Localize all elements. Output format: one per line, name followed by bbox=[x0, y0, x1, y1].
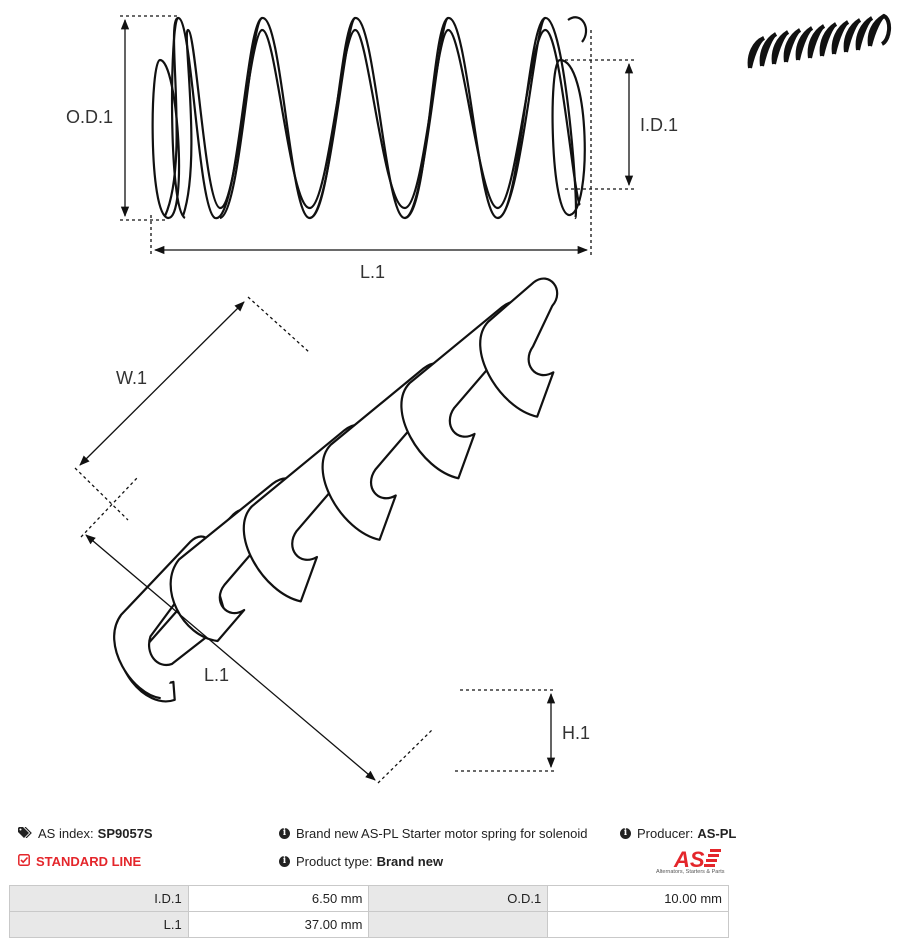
spec-value bbox=[547, 911, 729, 938]
as-pl-logo: AS bbox=[673, 847, 721, 872]
info-circle-icon: i bbox=[279, 856, 290, 867]
description-text: Brand new AS-PL Starter motor spring for… bbox=[296, 826, 588, 841]
producer-label: Producer: bbox=[637, 826, 694, 841]
product-type-label: Product type: bbox=[296, 854, 373, 869]
od-dimension bbox=[120, 15, 178, 221]
id-dimension bbox=[565, 59, 634, 190]
length-top-dimension bbox=[150, 30, 592, 256]
standard-line-badge: STANDARD LINE bbox=[18, 854, 141, 869]
od-label: O.D.1 bbox=[66, 107, 113, 127]
description: i Brand new AS-PL Starter motor spring f… bbox=[279, 826, 587, 841]
length-top-label: L.1 bbox=[360, 262, 385, 282]
height-dimension bbox=[455, 689, 556, 772]
check-square-icon bbox=[18, 854, 30, 869]
logo-tagline: Alternators, Starters & Parts bbox=[656, 869, 725, 875]
spring-isometric-view bbox=[113, 277, 559, 703]
length-iso-label: L.1 bbox=[204, 665, 229, 685]
as-index: AS index: SP9057S bbox=[18, 826, 153, 841]
spec-key: O.D.1 bbox=[368, 885, 549, 912]
specs-table: I.D.1 6.50 mm O.D.1 10.00 mm L.1 37.00 m… bbox=[9, 885, 729, 938]
as-index-label: AS index: bbox=[38, 826, 94, 841]
spec-key: L.1 bbox=[9, 911, 189, 938]
spec-key bbox=[368, 911, 549, 938]
producer-value: AS-PL bbox=[697, 826, 737, 841]
length-iso-dimension bbox=[80, 477, 433, 784]
width-dimension bbox=[74, 296, 310, 521]
as-index-value: SP9057S bbox=[97, 826, 153, 841]
product-type-value: Brand new bbox=[376, 854, 444, 869]
logo-text: AS bbox=[673, 847, 705, 872]
spring-technical-drawing: O.D.1 I.D.1 L.1 W.1 L.1 H.1 bbox=[66, 15, 678, 784]
spring-photo bbox=[747, 13, 891, 69]
table-row: I.D.1 6.50 mm O.D.1 10.00 mm bbox=[9, 885, 729, 912]
spec-value: 6.50 mm bbox=[187, 885, 370, 912]
height-label: H.1 bbox=[562, 723, 590, 743]
id-label: I.D.1 bbox=[640, 115, 678, 135]
info-circle-icon: i bbox=[279, 828, 290, 839]
table-row: L.1 37.00 mm bbox=[9, 911, 729, 938]
product-type: i Product type: Brand new bbox=[279, 854, 443, 869]
spring-side-view bbox=[151, 16, 588, 220]
producer: i Producer: AS-PL bbox=[620, 826, 736, 841]
spec-value: 37.00 mm bbox=[187, 911, 370, 938]
standard-line-label: STANDARD LINE bbox=[36, 854, 142, 869]
spec-key: I.D.1 bbox=[9, 885, 189, 912]
spec-value: 10.00 mm bbox=[547, 885, 729, 912]
info-circle-icon: i bbox=[620, 828, 631, 839]
tags-icon bbox=[18, 826, 32, 841]
width-label: W.1 bbox=[116, 368, 147, 388]
